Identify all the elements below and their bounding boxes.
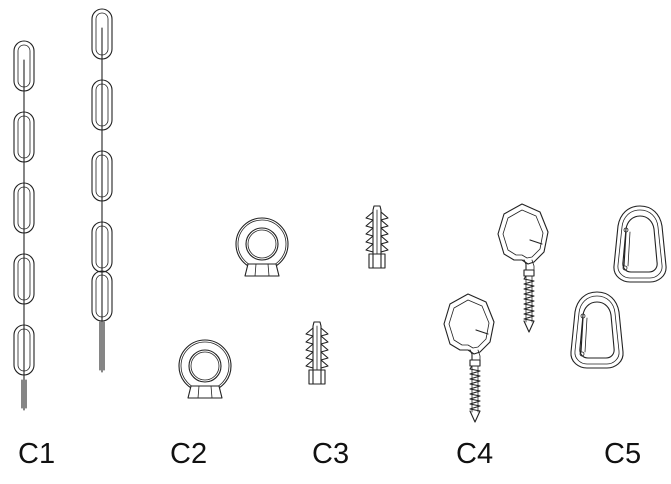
label-c4: C4 (456, 438, 494, 470)
label-c3: C3 (312, 438, 350, 470)
carabiner-icon (570, 291, 624, 369)
chain-short (13, 40, 35, 411)
label-c1: C1 (18, 438, 56, 470)
hook-screw-icon (443, 293, 495, 423)
chain-long (91, 8, 113, 373)
wall-plug-icon (305, 321, 329, 385)
wall-plug-icon (365, 205, 389, 269)
hook-screw-icon (497, 203, 549, 333)
label-c5: C5 (604, 438, 642, 470)
carabiner-icon (613, 205, 667, 283)
eye-nut-icon (235, 217, 289, 277)
eye-nut-icon (178, 339, 232, 399)
label-c2: C2 (170, 438, 208, 470)
